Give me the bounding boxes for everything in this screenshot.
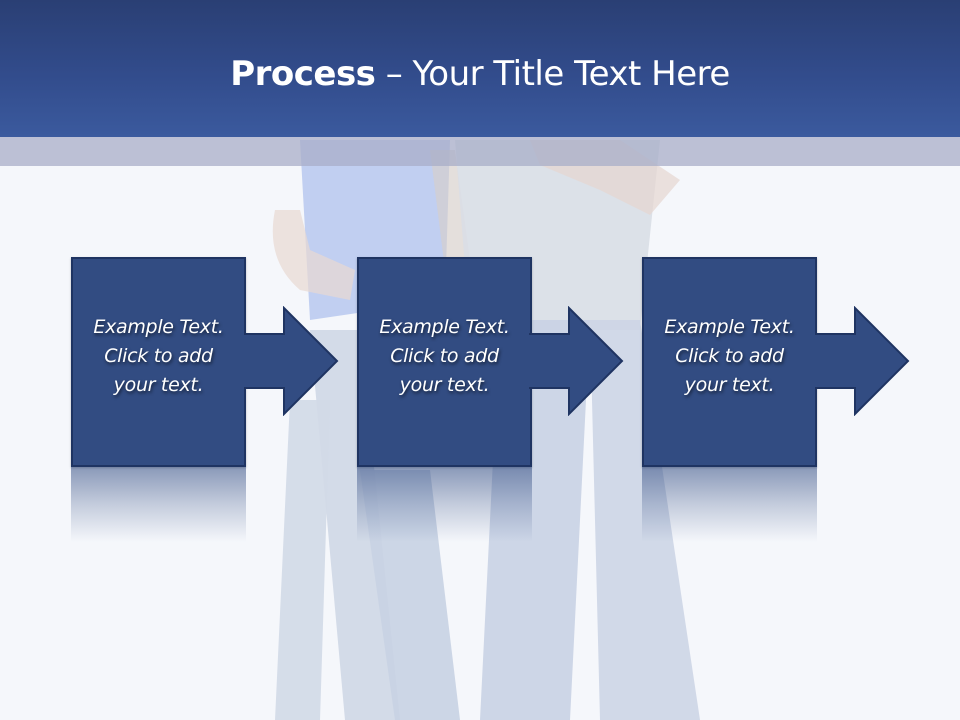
process-step-3[interactable]: Example Text. Click to add your text. <box>642 257 817 542</box>
header-accent-band <box>0 137 960 166</box>
step-text-line: Click to add <box>675 345 784 367</box>
right-arrow-icon <box>244 306 339 416</box>
step-text[interactable]: Example Text. Click to add your text. <box>642 313 817 400</box>
step-text-line: Example Text. <box>664 316 795 338</box>
title-bold: Process <box>230 54 376 94</box>
step-text-line: your text. <box>113 374 204 396</box>
title-header: Process – Your Title Text Here <box>0 0 960 137</box>
step-text[interactable]: Example Text. Click to add your text. <box>357 313 532 400</box>
title-rest: – Your Title Text Here <box>375 54 731 94</box>
step-text-line: your text. <box>399 374 490 396</box>
step-reflection <box>71 467 246 542</box>
step-reflection <box>642 467 817 542</box>
process-step-2[interactable]: Example Text. Click to add your text. <box>357 257 532 542</box>
step-text-line: Example Text. <box>93 316 224 338</box>
right-arrow-icon <box>815 306 910 416</box>
step-text-line: Click to add <box>390 345 499 367</box>
step-box <box>71 257 246 467</box>
slide-title[interactable]: Process – Your Title Text Here <box>0 52 960 96</box>
right-arrow-icon <box>529 306 624 416</box>
step-text[interactable]: Example Text. Click to add your text. <box>71 313 246 400</box>
step-text-line: Click to add <box>104 345 213 367</box>
step-text-line: Example Text. <box>379 316 510 338</box>
step-box <box>642 257 817 467</box>
step-text-line: your text. <box>684 374 775 396</box>
process-step-1[interactable]: Example Text. Click to add your text. <box>71 257 246 542</box>
step-reflection <box>357 467 532 542</box>
